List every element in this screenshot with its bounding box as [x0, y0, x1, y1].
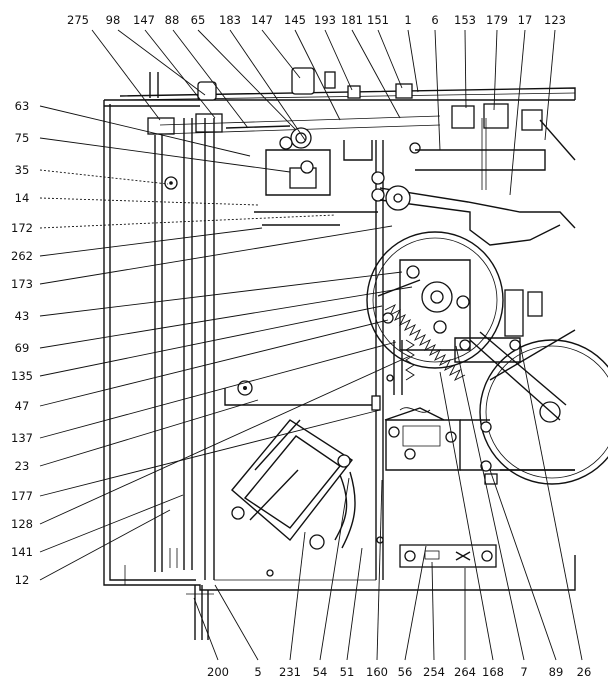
callout-left-9: 135	[11, 369, 33, 383]
top-rail	[119, 67, 576, 135]
callouts-bottom: 200 5 231 54 51 160 56 254 264 168 7 89 …	[207, 665, 591, 679]
callout-bottom-2: 231	[279, 665, 301, 679]
left-uprights	[154, 118, 193, 572]
callout-top-5: 183	[219, 13, 241, 27]
callout-top-7: 145	[284, 13, 306, 27]
transformer	[224, 380, 372, 550]
misc-hardware	[266, 374, 431, 577]
callout-top-6: 147	[251, 13, 273, 27]
callout-top-2: 147	[133, 13, 155, 27]
callout-bottom-4: 51	[340, 665, 355, 679]
tension-spring	[377, 279, 466, 395]
callout-top-3: 88	[165, 13, 180, 27]
callout-bottom-12: 26	[577, 665, 592, 679]
leader-lines	[39, 29, 583, 661]
callout-bottom-5: 160	[366, 665, 388, 679]
callout-left-0: 63	[15, 99, 30, 113]
callout-left-5: 262	[11, 249, 33, 263]
callout-bottom-8: 264	[454, 665, 476, 679]
callout-top-13: 153	[454, 13, 476, 27]
mechanism-drawing	[103, 67, 608, 640]
callout-left-10: 47	[15, 399, 30, 413]
motor-belt	[454, 289, 608, 485]
nameplate	[399, 544, 497, 568]
callout-bottom-9: 168	[482, 665, 504, 679]
callout-top-9: 181	[341, 13, 363, 27]
callout-left-4: 172	[11, 221, 33, 235]
callout-left-3: 14	[15, 191, 30, 205]
lever-arm	[379, 118, 576, 246]
callout-left-13: 177	[11, 489, 33, 503]
upper-bracket	[254, 127, 421, 226]
callout-bottom-10: 7	[520, 665, 527, 679]
callouts-top: 275 98 147 88 65 183 147 145 193 181 151…	[67, 13, 566, 27]
callout-bottom-6: 56	[398, 665, 413, 679]
microswitch	[384, 407, 575, 485]
callout-top-14: 179	[486, 13, 508, 27]
callout-bottom-7: 254	[423, 665, 445, 679]
callout-top-4: 65	[191, 13, 206, 27]
callout-left-11: 137	[11, 431, 33, 445]
callout-left-8: 69	[15, 341, 30, 355]
callout-left-6: 173	[11, 277, 33, 291]
chassis-frame	[103, 99, 576, 640]
callout-left-7: 43	[15, 309, 30, 323]
callout-top-16: 123	[544, 13, 566, 27]
callout-left-15: 141	[11, 545, 33, 559]
callout-top-10: 151	[367, 13, 389, 27]
callout-bottom-11: 89	[549, 665, 564, 679]
callout-top-0: 275	[67, 13, 89, 27]
callout-top-8: 193	[314, 13, 336, 27]
callouts-left: 63 75 35 14 172 262 173 43 69 135 47 137…	[11, 99, 33, 587]
callout-left-2: 35	[15, 163, 30, 177]
callout-bottom-1: 5	[254, 665, 261, 679]
callout-top-11: 1	[404, 13, 411, 27]
callout-top-15: 17	[518, 13, 533, 27]
large-pulley	[366, 231, 504, 369]
callout-left-12: 23	[15, 459, 30, 473]
callout-top-1: 98	[106, 13, 121, 27]
partition-plate	[204, 118, 384, 581]
callout-left-1: 75	[15, 131, 30, 145]
callout-bottom-3: 54	[313, 665, 328, 679]
callout-left-16: 12	[15, 573, 30, 587]
callout-bottom-0: 200	[207, 665, 229, 679]
callout-top-12: 6	[431, 13, 438, 27]
callout-left-14: 128	[11, 517, 33, 531]
